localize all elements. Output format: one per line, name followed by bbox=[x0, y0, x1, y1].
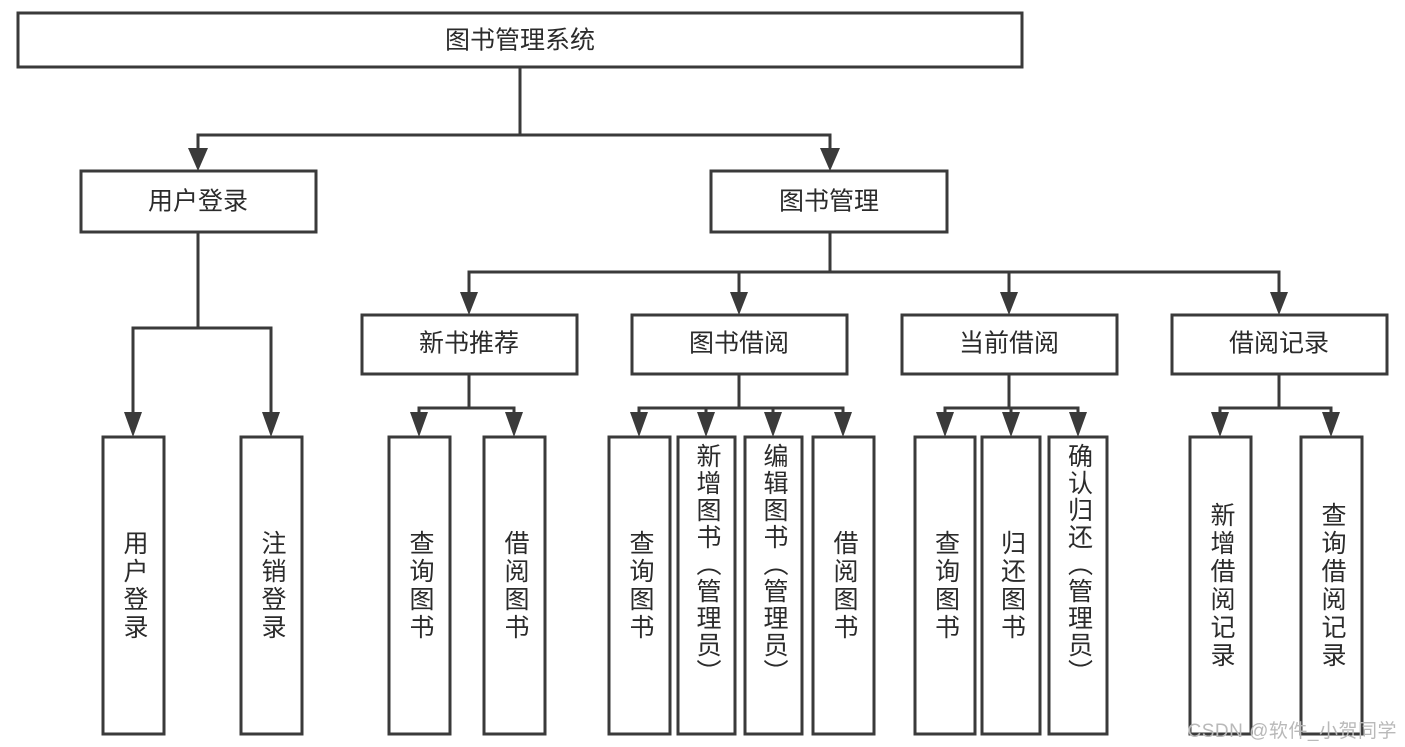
leaf-query-book-recommend-label: 查询图书 bbox=[406, 529, 434, 642]
arrow-userlogin-leaf-2 bbox=[262, 412, 280, 437]
leaf-add-book-admin-box[interactable] bbox=[676, 435, 737, 736]
node-user-login-box[interactable] bbox=[79, 169, 318, 234]
arrow-currentborrow-leaf-2 bbox=[1002, 412, 1020, 437]
leaf-confirm-return-admin-label: 确认归还（管理员） bbox=[1064, 443, 1093, 686]
leaf-query-book-recommend-label-wrap: 查询图书 bbox=[389, 437, 450, 734]
leaf-add-borrow-record-label-wrap: 新增借阅记录 bbox=[1190, 437, 1251, 734]
leaf-borrow-book-recommend-label: 借阅图书 bbox=[501, 529, 529, 642]
leaf-edit-book-admin-label-wrap: 编辑图书（管理员） bbox=[745, 437, 802, 734]
csdn-watermark: CSDN @软件_小贺同学 bbox=[1187, 721, 1397, 742]
leaf-confirm-return-admin-label-wrap: 确认归还（管理员） bbox=[1049, 437, 1107, 734]
leaf-query-book-recommend-box[interactable] bbox=[387, 435, 452, 736]
arrow-bookborrow-leaf-1 bbox=[630, 412, 648, 437]
arrow-bookborrow-leaf-3 bbox=[764, 412, 782, 437]
leaf-query-book-borrow-label: 查询图书 bbox=[626, 529, 654, 642]
leaf-query-book-borrow-box[interactable] bbox=[607, 435, 672, 736]
node-current-borrow-label: 当前借阅 bbox=[959, 330, 1059, 358]
node-user-login-label: 用户登录 bbox=[148, 188, 248, 216]
leaf-borrow-book-label: 借阅图书 bbox=[830, 529, 858, 642]
arrow-currentborrow-leaf-1 bbox=[936, 412, 954, 437]
arrow-root-to-user-login bbox=[188, 148, 208, 171]
arrow-borrowrecord-leaf-1 bbox=[1211, 412, 1229, 437]
node-new-book-recommend-label: 新书推荐 bbox=[419, 330, 519, 358]
leaf-query-book-current-box[interactable] bbox=[913, 435, 977, 736]
arrow-bookmgmt-l3-1 bbox=[460, 292, 478, 315]
root-node-label: 图书管理系统 bbox=[445, 27, 595, 55]
node-current-borrow-box[interactable] bbox=[900, 313, 1119, 376]
horizontal-label-layer: 图书管理系统 用户登录 图书管理 新书推荐 图书借阅 当前借阅 借阅记录 bbox=[148, 27, 1329, 358]
leaf-borrow-book-label-wrap: 借阅图书 bbox=[813, 437, 874, 734]
leaf-edit-book-admin-label: 编辑图书（管理员） bbox=[760, 443, 788, 686]
leaf-query-borrow-record-box[interactable] bbox=[1299, 435, 1364, 736]
node-book-borrow-label: 图书借阅 bbox=[689, 330, 789, 358]
node-borrow-record-box[interactable] bbox=[1170, 313, 1389, 376]
leaf-add-borrow-record-box[interactable] bbox=[1188, 435, 1253, 736]
leaf-query-book-current-label-wrap: 查询图书 bbox=[915, 437, 975, 734]
arrow-userlogin-leaf-1 bbox=[124, 412, 142, 437]
arrow-bookborrow-leaf-4 bbox=[834, 412, 852, 437]
leaf-edit-book-admin-box[interactable] bbox=[743, 435, 804, 736]
leaf-add-book-admin-label-wrap: 新增图书（管理员） bbox=[678, 437, 735, 734]
leaf-add-book-admin-label: 新增图书（管理员） bbox=[693, 443, 721, 686]
arrow-currentborrow-leaf-3 bbox=[1069, 412, 1087, 437]
leaf-query-borrow-record-label: 查询借阅记录 bbox=[1318, 501, 1346, 670]
arrow-borrowrecord-leaf-2 bbox=[1322, 412, 1340, 437]
leaf-query-book-borrow-label-wrap: 查询图书 bbox=[609, 437, 670, 734]
node-borrow-record-label: 借阅记录 bbox=[1229, 330, 1329, 358]
leaf-logout-label-wrap: 注销登录 bbox=[241, 437, 302, 734]
arrow-root-to-book-mgmt bbox=[820, 148, 840, 171]
leaf-user-login-label-wrap: 用户登录 bbox=[103, 437, 164, 734]
leaf-user-login-label: 用户登录 bbox=[120, 529, 148, 642]
leaf-query-borrow-record-label-wrap: 查询借阅记录 bbox=[1301, 437, 1362, 734]
leaf-logout-label: 注销登录 bbox=[258, 529, 286, 642]
node-box-layer bbox=[16, 11, 1389, 736]
leaf-user-login-box[interactable] bbox=[101, 435, 166, 736]
leaf-logout-box[interactable] bbox=[239, 435, 304, 736]
leaf-return-book-box[interactable] bbox=[980, 435, 1042, 736]
leaf-borrow-book-recommend-box[interactable] bbox=[482, 435, 547, 736]
leaf-add-borrow-record-label: 新增借阅记录 bbox=[1207, 501, 1235, 670]
leaf-return-book-label-wrap: 归还图书 bbox=[982, 437, 1040, 734]
leaf-confirm-return-admin-box[interactable] bbox=[1047, 435, 1109, 736]
leaf-borrow-book-box[interactable] bbox=[811, 435, 876, 736]
arrow-newbook-leaf-1 bbox=[410, 412, 428, 437]
node-book-management-label: 图书管理 bbox=[779, 188, 879, 216]
node-book-management-box[interactable] bbox=[709, 169, 949, 234]
node-new-book-recommend-box[interactable] bbox=[360, 313, 579, 376]
arrow-bookmgmt-l3-4 bbox=[1270, 292, 1288, 315]
leaf-borrow-book-recommend-label-wrap: 借阅图书 bbox=[484, 437, 545, 734]
leaf-return-book-label: 归还图书 bbox=[997, 529, 1026, 642]
arrow-bookmgmt-l3-3 bbox=[1000, 292, 1018, 315]
connector-layer bbox=[124, 65, 1340, 437]
node-book-borrow-box[interactable] bbox=[630, 313, 849, 376]
arrow-bookmgmt-l3-2 bbox=[730, 292, 748, 315]
arrow-bookborrow-leaf-2 bbox=[697, 412, 715, 437]
arrow-newbook-leaf-2 bbox=[505, 412, 523, 437]
root-node-box[interactable] bbox=[16, 11, 1024, 69]
leaf-query-book-current-label: 查询图书 bbox=[931, 529, 960, 642]
